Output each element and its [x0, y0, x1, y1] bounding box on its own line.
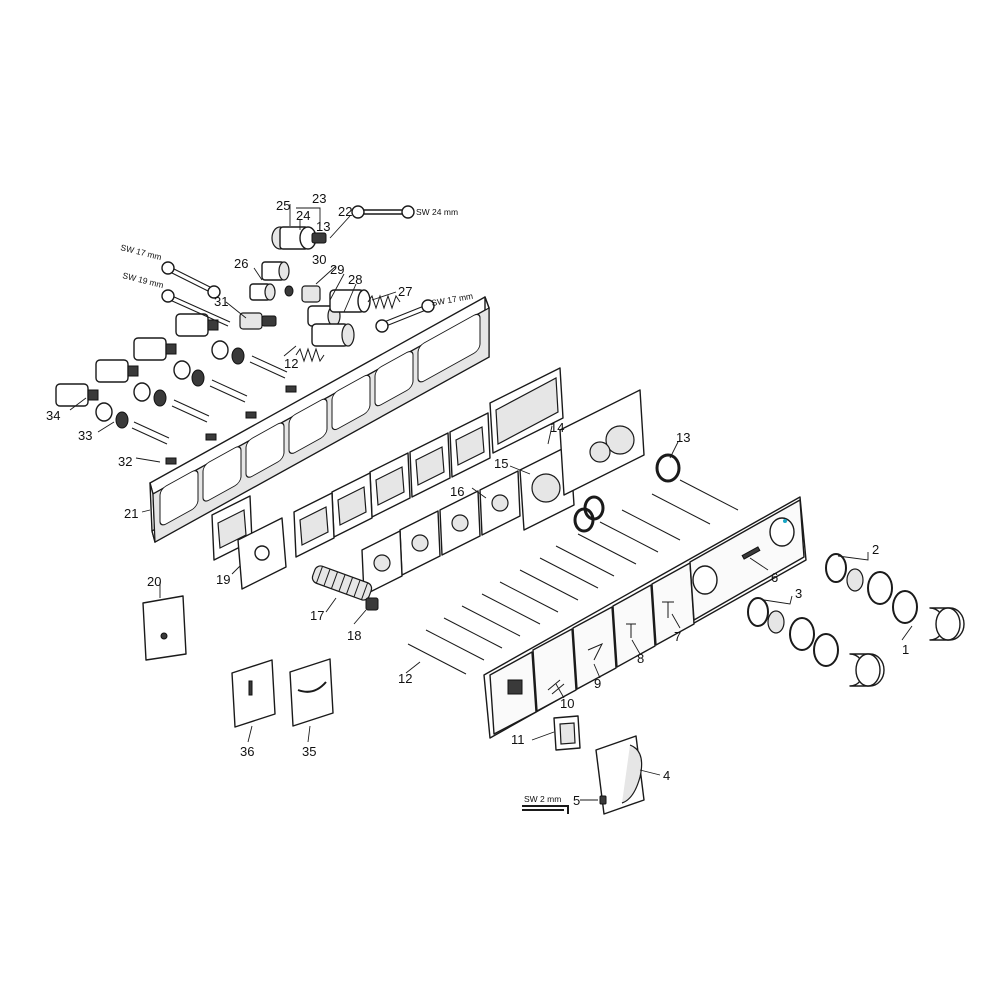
button-tiles [231, 658, 334, 728]
wrench-sw17b [375, 299, 435, 333]
tool-label-sw24: SW 24 mm [416, 207, 458, 217]
callout-21: 21 [124, 506, 138, 521]
callout-26: 26 [234, 256, 248, 271]
callout-34: 34 [46, 408, 60, 423]
tool-label-sw2: SW 2 mm [524, 794, 561, 804]
upper-valve-assembly [55, 226, 401, 465]
callout-22: 22 [338, 204, 352, 219]
callout-28: 28 [348, 272, 362, 287]
callout-14: 14 [550, 420, 564, 435]
callout-33: 33 [78, 428, 92, 443]
callout-1: 1 [902, 642, 909, 657]
callout-7: 7 [674, 629, 681, 644]
diverter-cartridge [271, 226, 327, 250]
callout-18: 18 [347, 628, 361, 643]
callout-16: 16 [450, 484, 464, 499]
hose-holder-4 [595, 735, 645, 815]
callout-36: 36 [240, 744, 254, 759]
callout-20: 20 [147, 574, 161, 589]
callout-32: 32 [118, 454, 132, 469]
rough-in-frame [149, 296, 490, 543]
leader-lines [69, 204, 913, 801]
cover-plate-20 [142, 595, 187, 661]
callout-27: 27 [398, 284, 412, 299]
o-ring-13 [655, 453, 681, 483]
valve-body-row [55, 313, 219, 407]
o-ring-a [583, 495, 605, 521]
callout-2: 2 [872, 542, 879, 557]
tool-label-sw19: SW 19 mm [122, 270, 165, 290]
callout-11: 11 [511, 732, 525, 747]
callout-15: 15 [494, 456, 508, 471]
wrench-sw19 [161, 289, 231, 327]
callout-4: 4 [663, 768, 670, 783]
long-screws [407, 479, 739, 675]
callout-25: 25 [276, 198, 290, 213]
callout-labels: 1 2 3 4 5 6 7 8 9 10 11 12 12 13 13 14 1… [46, 191, 909, 808]
callout-29: 29 [330, 262, 344, 277]
callout-19: 19 [216, 572, 230, 587]
callout-9: 9 [594, 676, 601, 691]
module-plates [211, 367, 645, 596]
callout-31: 31 [214, 294, 228, 309]
washer-row [95, 340, 245, 429]
callout-35: 35 [302, 744, 316, 759]
tool-label-sw17-right: SW 17 mm [431, 291, 474, 308]
callout-13-oring: 13 [676, 430, 690, 445]
wrench-sw24 [351, 205, 415, 219]
callout-23: 23 [312, 191, 326, 206]
callout-3: 3 [795, 586, 802, 601]
callout-24: 24 [296, 208, 310, 223]
knob-parts [747, 553, 965, 687]
o-ring-b [573, 507, 595, 533]
callout-12-upper: 12 [284, 356, 298, 371]
callout-6: 6 [771, 570, 778, 585]
callout-13-cartridge: 13 [316, 219, 330, 234]
callout-30: 30 [312, 252, 326, 267]
tool-label-sw17-left: SW 17 mm [120, 242, 163, 262]
wrench-sw17a [161, 261, 221, 299]
callout-8: 8 [637, 651, 644, 666]
hose-adapter [311, 565, 379, 611]
finish-trim [483, 496, 807, 739]
callout-17: 17 [310, 608, 324, 623]
callout-5: 5 [573, 793, 580, 808]
callout-12-lower: 12 [398, 671, 412, 686]
callout-10: 10 [560, 696, 574, 711]
set-screw-5 [522, 795, 607, 814]
